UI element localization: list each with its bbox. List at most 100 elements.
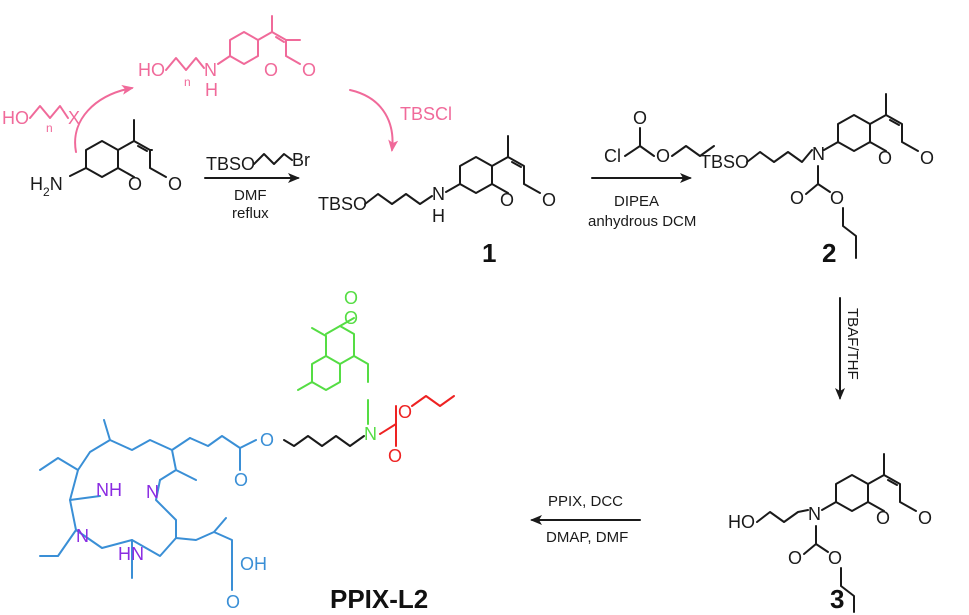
step3-cond: TBAF/THF [844, 308, 861, 380]
c3-ring [821, 453, 917, 512]
pp-linker-chain [283, 435, 365, 447]
pp-lactone-o2: O [344, 288, 358, 308]
compound-3: HO N O O O O 3 [728, 453, 932, 614]
c1-o2: O [542, 190, 556, 210]
pp-oh: OH [240, 554, 267, 574]
step4-cond-line1: PPIX, DCC [548, 493, 623, 510]
c3-double [887, 479, 898, 486]
pink-curved-arrow-1 [74, 84, 134, 153]
c3-allyl [840, 567, 855, 613]
compound-1-number: 1 [482, 238, 496, 268]
compound-3-number: 3 [830, 584, 844, 614]
c3-o2: O [918, 508, 932, 528]
pink-curved-arrow-2 [349, 89, 399, 152]
sm-o2-label: O [168, 174, 182, 194]
c2-chain [746, 149, 813, 163]
reagent1-chain [253, 153, 293, 165]
pp-lactone-o1: O [344, 308, 358, 328]
ppix-l2-structure: O O N O O O O NH N N HN OH O PPIX-L2 [39, 288, 455, 614]
c1-chain [364, 193, 433, 205]
c1-tbso: TBSO [318, 194, 367, 214]
c3-o4: O [828, 548, 842, 568]
step1-reagent: TBSO Br DMF reflux [204, 150, 310, 222]
step1-cond-reflux: reflux [232, 205, 269, 222]
c1-double [511, 161, 522, 168]
c3-o3: O [788, 548, 802, 568]
pink-amine-h-label: H [205, 80, 218, 100]
pink-coumarin-o1: O [264, 60, 278, 80]
c1-h: H [432, 206, 445, 226]
pink-ho-label: HO [2, 108, 29, 128]
reagent1-tbso: TBSO [206, 154, 255, 174]
c2-double [889, 119, 900, 126]
pink-coumarin-double [275, 36, 285, 43]
c2-o3: O [790, 188, 804, 208]
pink-amine-ho-label: HO [138, 60, 165, 80]
pp-ester-o1: O [260, 430, 274, 450]
pp-carbamate-bonds [379, 405, 397, 447]
c1-ring [445, 135, 541, 194]
pink-amine-n-subscript: n [184, 75, 191, 89]
sm-double-bond [137, 145, 148, 152]
pp-nh1: NH [96, 480, 122, 500]
pp-coumarin-extra [311, 317, 355, 337]
reagent2-allyl [671, 145, 715, 157]
ppix-l2-label: PPIX-L2 [330, 584, 428, 614]
pink-alternate-route: HO n X HO n N H O O TBSCl [2, 15, 452, 153]
starting-material-aminocoumarin: H2N O O [30, 119, 182, 199]
pink-chain-bonds [29, 105, 69, 119]
pp-porphyrin-inner [69, 479, 177, 579]
reagent1-br: Br [292, 150, 310, 170]
c2-o1: O [878, 148, 892, 168]
pp-allyl-red [411, 395, 455, 407]
c3-chain [756, 509, 809, 523]
step4-cond-line2: DMAP, DMF [546, 529, 628, 546]
c2-tbso: TBSO [700, 152, 749, 172]
pp-ester-o2: O [234, 470, 248, 490]
c3-ho: HO [728, 512, 755, 532]
c1-o1: O [500, 190, 514, 210]
step2-cond-dcm: anhydrous DCM [588, 213, 696, 230]
pink-coumarin-o2: O [302, 60, 316, 80]
pink-amine-chain [165, 57, 205, 71]
reagent2-bonds [624, 127, 655, 157]
c2-n: N [812, 144, 825, 164]
compound-2-number: 2 [822, 238, 836, 268]
pp-coumarin-ring [297, 325, 369, 391]
reagent2-o1: O [633, 108, 647, 128]
pp-amide-n: N [364, 424, 377, 444]
step4: PPIX, DCC DMAP, DMF [530, 493, 641, 546]
sm-o1-label: O [128, 174, 142, 194]
pp-hn: HN [118, 544, 144, 564]
c2-o2: O [920, 148, 934, 168]
pp-ester-bonds [189, 435, 257, 471]
c1-n: N [432, 184, 445, 204]
c2-allyl [842, 207, 857, 259]
c3-o1: O [876, 508, 890, 528]
step3: TBAF/THF [835, 297, 861, 400]
step1-cond-dmf: DMF [234, 187, 267, 204]
c3-n: N [808, 504, 821, 524]
pp-n1: N [146, 482, 159, 502]
pp-carb-o2: O [388, 446, 402, 466]
pp-acid-o: O [226, 592, 240, 612]
c2-carbamate [805, 165, 831, 195]
pink-n-subscript: n [46, 121, 53, 135]
pp-carb-o1: O [398, 402, 412, 422]
c2-o4: O [830, 188, 844, 208]
c2-ring [823, 93, 919, 152]
c3-carbamate [803, 525, 829, 555]
compound-1: TBSO N H O O 1 [318, 135, 556, 268]
sm-h2n-label: H2N [30, 174, 63, 199]
pp-n2: N [76, 526, 89, 546]
reagent2-cl: Cl [604, 146, 621, 166]
pink-tbscl-label: TBSCl [400, 104, 452, 124]
compound-2: TBSO N O O O O 2 [700, 93, 934, 268]
step2-reagent: Cl O O DIPEA anhydrous DCM [588, 108, 715, 230]
sm-ring-bonds [69, 119, 167, 178]
pink-amine-n-label: N [204, 60, 217, 80]
pp-porphyrin-top [39, 419, 197, 481]
step2-cond-dipea: DIPEA [614, 193, 659, 210]
pink-x-label: X [68, 108, 80, 128]
